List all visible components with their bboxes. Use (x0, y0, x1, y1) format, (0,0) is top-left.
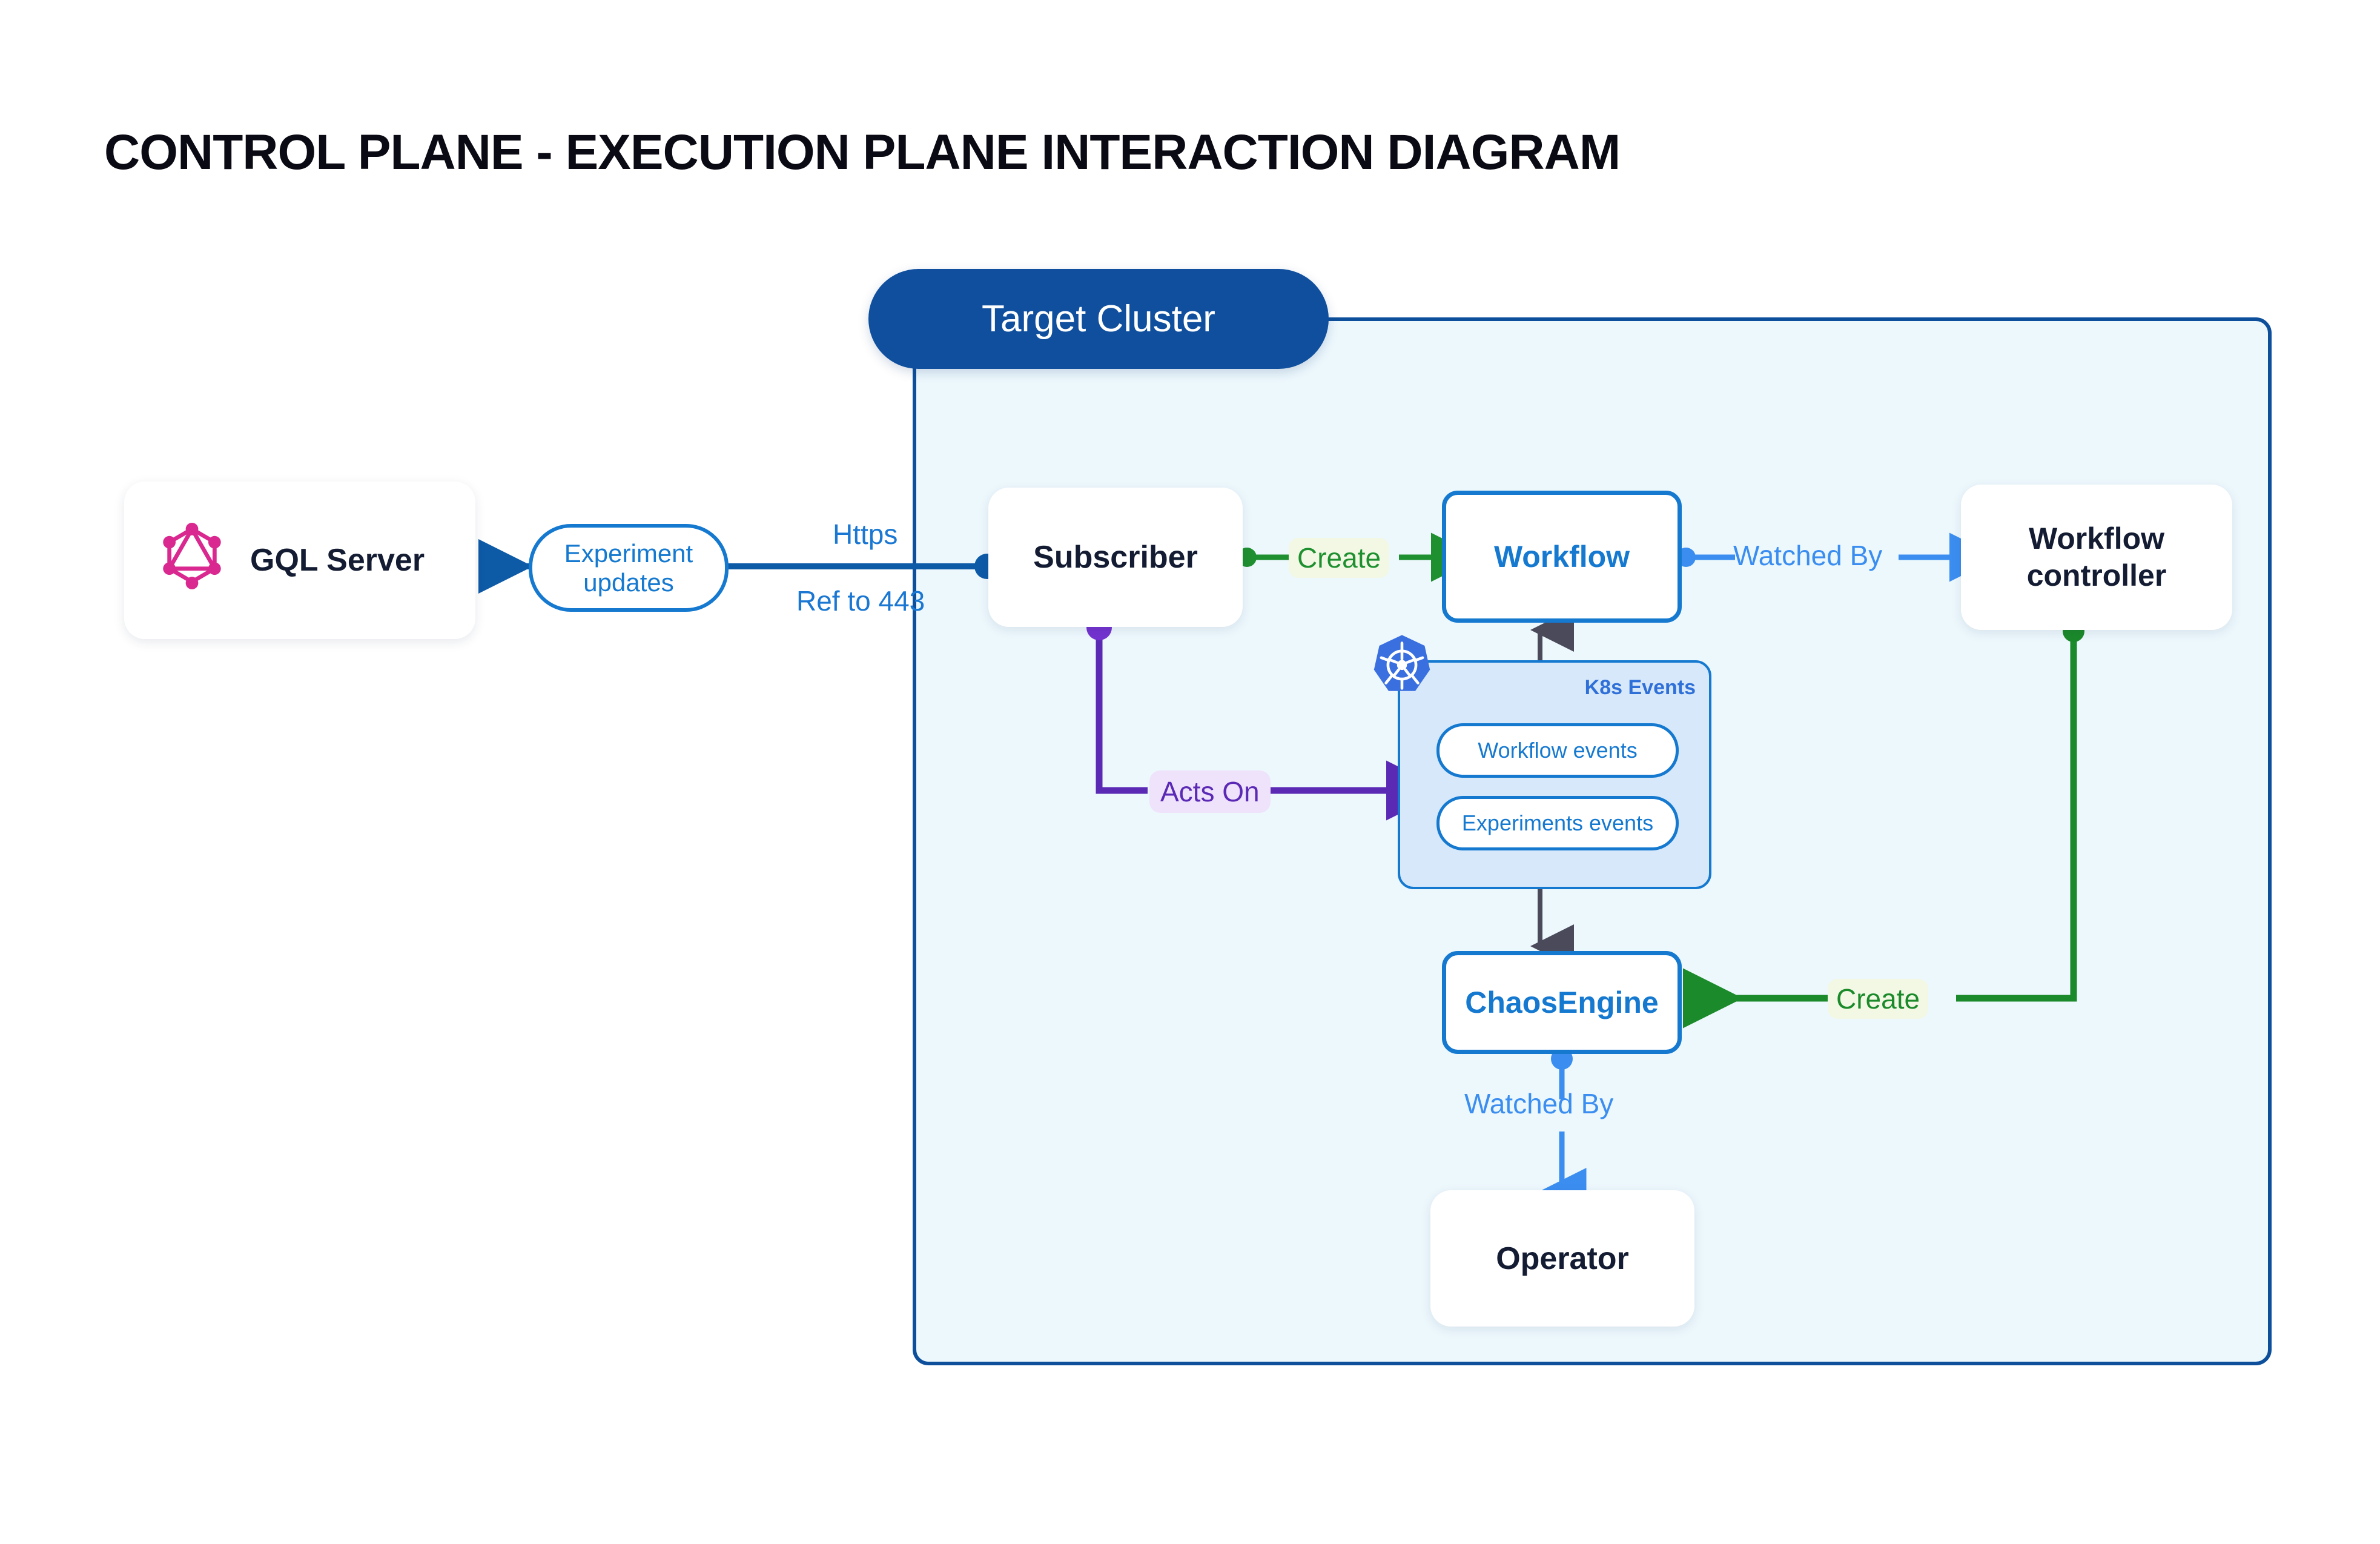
edge-label-watched-by-operator: Watched By (1464, 1088, 1614, 1119)
node-gql-server[interactable]: GQL Server (124, 482, 475, 639)
k8s-event-workflow-events-label: Workflow events (1478, 738, 1638, 763)
node-chaosengine[interactable]: ChaosEngine (1442, 951, 1682, 1054)
node-subscriber-label: Subscriber (1033, 540, 1198, 575)
edge-label-watched-by-controller: Watched By (1733, 540, 1883, 571)
node-workflow-controller[interactable]: Workflow controller (1961, 485, 2232, 630)
edge-label-acts-on: Acts On (1149, 770, 1271, 813)
node-operator[interactable]: Operator (1430, 1190, 1694, 1327)
k8s-event-experiments-events[interactable]: Experiments events (1436, 796, 1679, 850)
node-workflow[interactable]: Workflow (1442, 491, 1682, 623)
edge-label-https: Https (833, 519, 898, 550)
graphql-icon (160, 522, 223, 598)
k8s-events-group[interactable]: K8s Events Workflow events Experiments e… (1373, 635, 1711, 889)
node-workflow-label: Workflow (1493, 540, 1630, 574)
node-subscriber[interactable]: Subscriber (988, 488, 1243, 627)
wire-subscriber-acts-on-events (1086, 615, 1446, 821)
page-title: CONTROL PLANE - EXECUTION PLANE INTERACT… (104, 125, 1621, 180)
edge-label-ref-to-443: Ref to 443 (796, 585, 925, 617)
node-workflow-controller-line2: controller (2026, 558, 2167, 592)
edge-label-experiment-updates-line2: updates (583, 568, 674, 597)
k8s-event-workflow-events[interactable]: Workflow events (1436, 723, 1679, 778)
kubernetes-icon (1369, 632, 1435, 699)
wire-controller-creates-chaosengine (1683, 620, 2084, 1029)
k8s-events-title: K8s Events (1584, 676, 1696, 699)
node-chaosengine-label: ChaosEngine (1465, 986, 1659, 1019)
edge-label-create-chaosengine: Create (1828, 979, 1929, 1019)
node-workflow-controller-line1: Workflow (2028, 522, 2165, 555)
edge-label-experiment-updates: Experiment updates (529, 524, 729, 612)
edge-label-experiment-updates-line1: Experiment (564, 539, 693, 568)
node-operator-label: Operator (1496, 1241, 1629, 1276)
target-cluster-label: Target Cluster (868, 269, 1329, 369)
edge-label-create-workflow: Create (1289, 538, 1390, 578)
k8s-event-experiments-events-label: Experiments events (1461, 810, 1654, 835)
node-gql-server-label: GQL Server (250, 543, 425, 578)
